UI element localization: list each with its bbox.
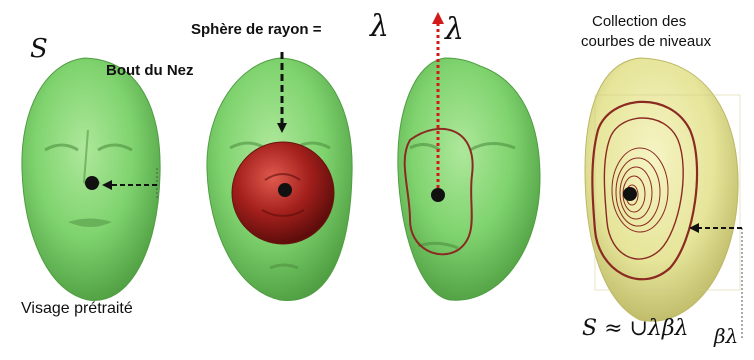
nose-tip-point-1 — [85, 176, 99, 190]
nose-tip-point-2 — [278, 183, 292, 197]
nose-tip-point-4 — [623, 187, 637, 201]
surface-label: S — [30, 34, 48, 64]
preprocessed-face-label: Visage prétraité — [21, 300, 133, 318]
face-3-level-curve — [398, 16, 540, 300]
approximation-formula: S ≈ ∪λβλ — [582, 316, 689, 341]
sphere-label: Sphère de rayon = — [191, 21, 321, 38]
sphere-lambda: λ — [370, 9, 389, 44]
collection-label-2: courbes de niveaux — [581, 33, 711, 50]
face-4-level-curves-collection — [585, 58, 742, 340]
nose-tip-point-3 — [431, 188, 445, 202]
face-1-preprocessed — [22, 58, 160, 300]
face-2-sphere — [207, 52, 352, 300]
arrow-lambda: λ — [445, 12, 464, 47]
nose-tip-label: Bout du Nez — [106, 62, 194, 79]
collection-label: Collection des — [592, 13, 686, 30]
beta-lambda-label: βλ — [714, 324, 738, 348]
